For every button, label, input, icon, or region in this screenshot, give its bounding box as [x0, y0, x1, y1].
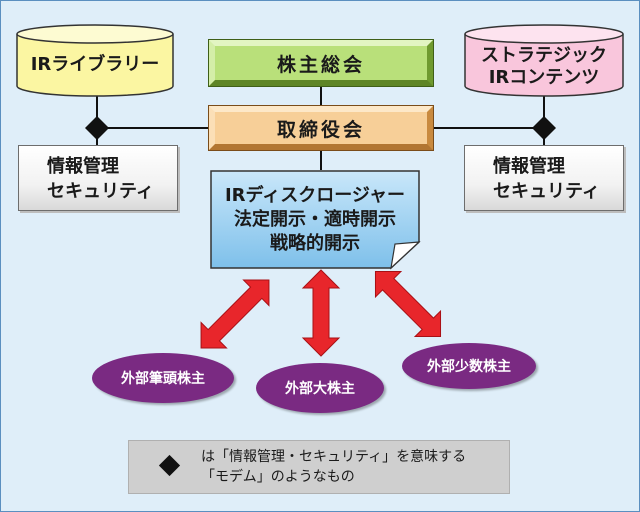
board-label: 取締役会 — [276, 118, 365, 141]
ir-library-label: IRライブラリー — [30, 54, 160, 75]
legend-text: は「情報管理・セキュリティ」を意味する 「モデム」のようなもの — [201, 447, 466, 487]
security-box-left: 情報管理 セキュリティ — [18, 145, 178, 211]
legend-diamond-icon — [158, 454, 181, 477]
security-left-line2: セキュリティ — [47, 181, 154, 202]
shareholders-meeting-box: 株主総会 — [208, 39, 434, 87]
legend-line2: 「モデム」のようなもの — [201, 469, 355, 485]
top-shareholders-oval: 外部筆頭株主 — [92, 353, 234, 403]
arrow-right-icon — [374, 270, 442, 338]
top-shareholders-label: 外部筆頭株主 — [121, 371, 205, 387]
board-box: 取締役会 — [208, 105, 434, 151]
minor-shareholders-oval: 外部少数株主 — [402, 343, 536, 389]
major-shareholders-label: 外部大株主 — [285, 381, 355, 397]
cylinder-shape — [16, 24, 174, 97]
disclosure-text: IRディスクロージャー 法定開示・適時開示 戦略的開示 — [210, 184, 420, 256]
security-box-right: 情報管理 セキュリティ — [464, 145, 624, 211]
security-right-line2: セキュリティ — [493, 181, 600, 202]
arrow-left-icon — [200, 279, 270, 349]
legend-box: は「情報管理・セキュリティ」を意味する 「モデム」のようなもの — [128, 440, 510, 494]
disclosure-line3: 戦略的開示 — [270, 233, 360, 254]
diamond-right-icon — [532, 116, 556, 140]
security-right-line1: 情報管理 — [493, 156, 565, 177]
ir-disclosure-document: IRディスクロージャー 法定開示・適時開示 戦略的開示 — [210, 170, 424, 272]
strategic-ir-cylinder: ストラテジック IRコンテンツ — [464, 24, 624, 98]
shareholders-meeting-label: 株主総会 — [276, 53, 365, 76]
strategic-ir-label-1: ストラテジック — [481, 45, 607, 66]
minor-shareholders-label: 外部少数株主 — [427, 359, 511, 375]
strategic-ir-label-2: IRコンテンツ — [488, 67, 600, 88]
cylinder-shape — [464, 24, 624, 97]
major-shareholders-oval: 外部大株主 — [256, 363, 384, 413]
diamond-left-icon — [85, 116, 109, 140]
ir-library-cylinder: IRライブラリー — [16, 24, 174, 98]
arrow-center-icon — [301, 269, 341, 357]
disclosure-line2: 法定開示・適時開示 — [234, 209, 396, 230]
disclosure-line1: IRディスクロージャー — [224, 185, 406, 206]
document-shape — [210, 170, 421, 270]
legend-line1: は「情報管理・セキュリティ」を意味する — [201, 449, 467, 465]
security-left-line1: 情報管理 — [47, 156, 119, 177]
